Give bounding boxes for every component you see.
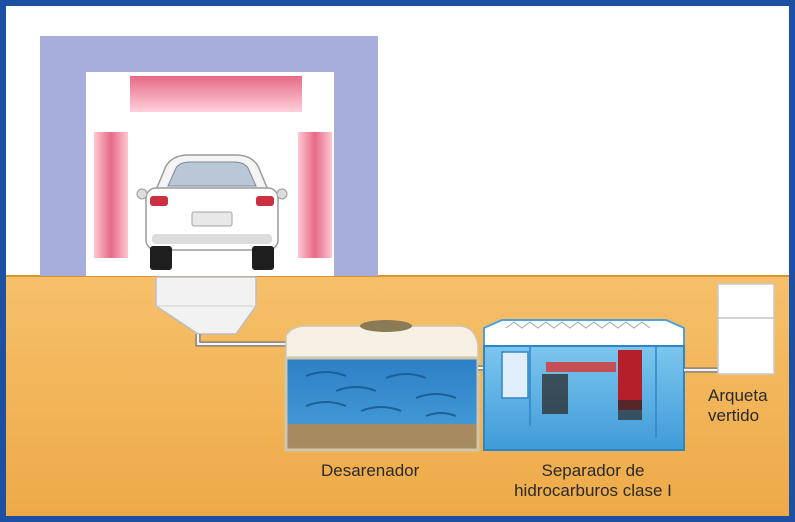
floor-drain-funnel: [155, 276, 257, 335]
car-icon: [136, 154, 288, 270]
car-wash-drainage-scene: [6, 36, 789, 516]
discharge-chamber-label-line2: vertido: [708, 406, 760, 425]
left-brush: [94, 132, 128, 258]
discharge-chamber-label: Arqueta vertido: [708, 386, 768, 426]
sand-trap-label: Desarenador: [321, 461, 420, 480]
right-brush: [298, 132, 332, 258]
discharge-chamber: [717, 283, 775, 375]
discharge-chamber-label-line1: Arqueta: [708, 386, 768, 405]
hydrocarbon-separator-tank: [483, 319, 685, 451]
separator-label-line2: hidrocarburos clase I: [514, 481, 672, 500]
separator-label: Separador de hidrocarburos clase I: [486, 461, 700, 501]
coalescing-filter: [542, 374, 568, 414]
separator-label-line1: Separador de: [541, 461, 645, 480]
sand-sediment: [286, 424, 478, 450]
sand-trap-tank: [284, 320, 480, 452]
top-brush: [130, 76, 302, 112]
